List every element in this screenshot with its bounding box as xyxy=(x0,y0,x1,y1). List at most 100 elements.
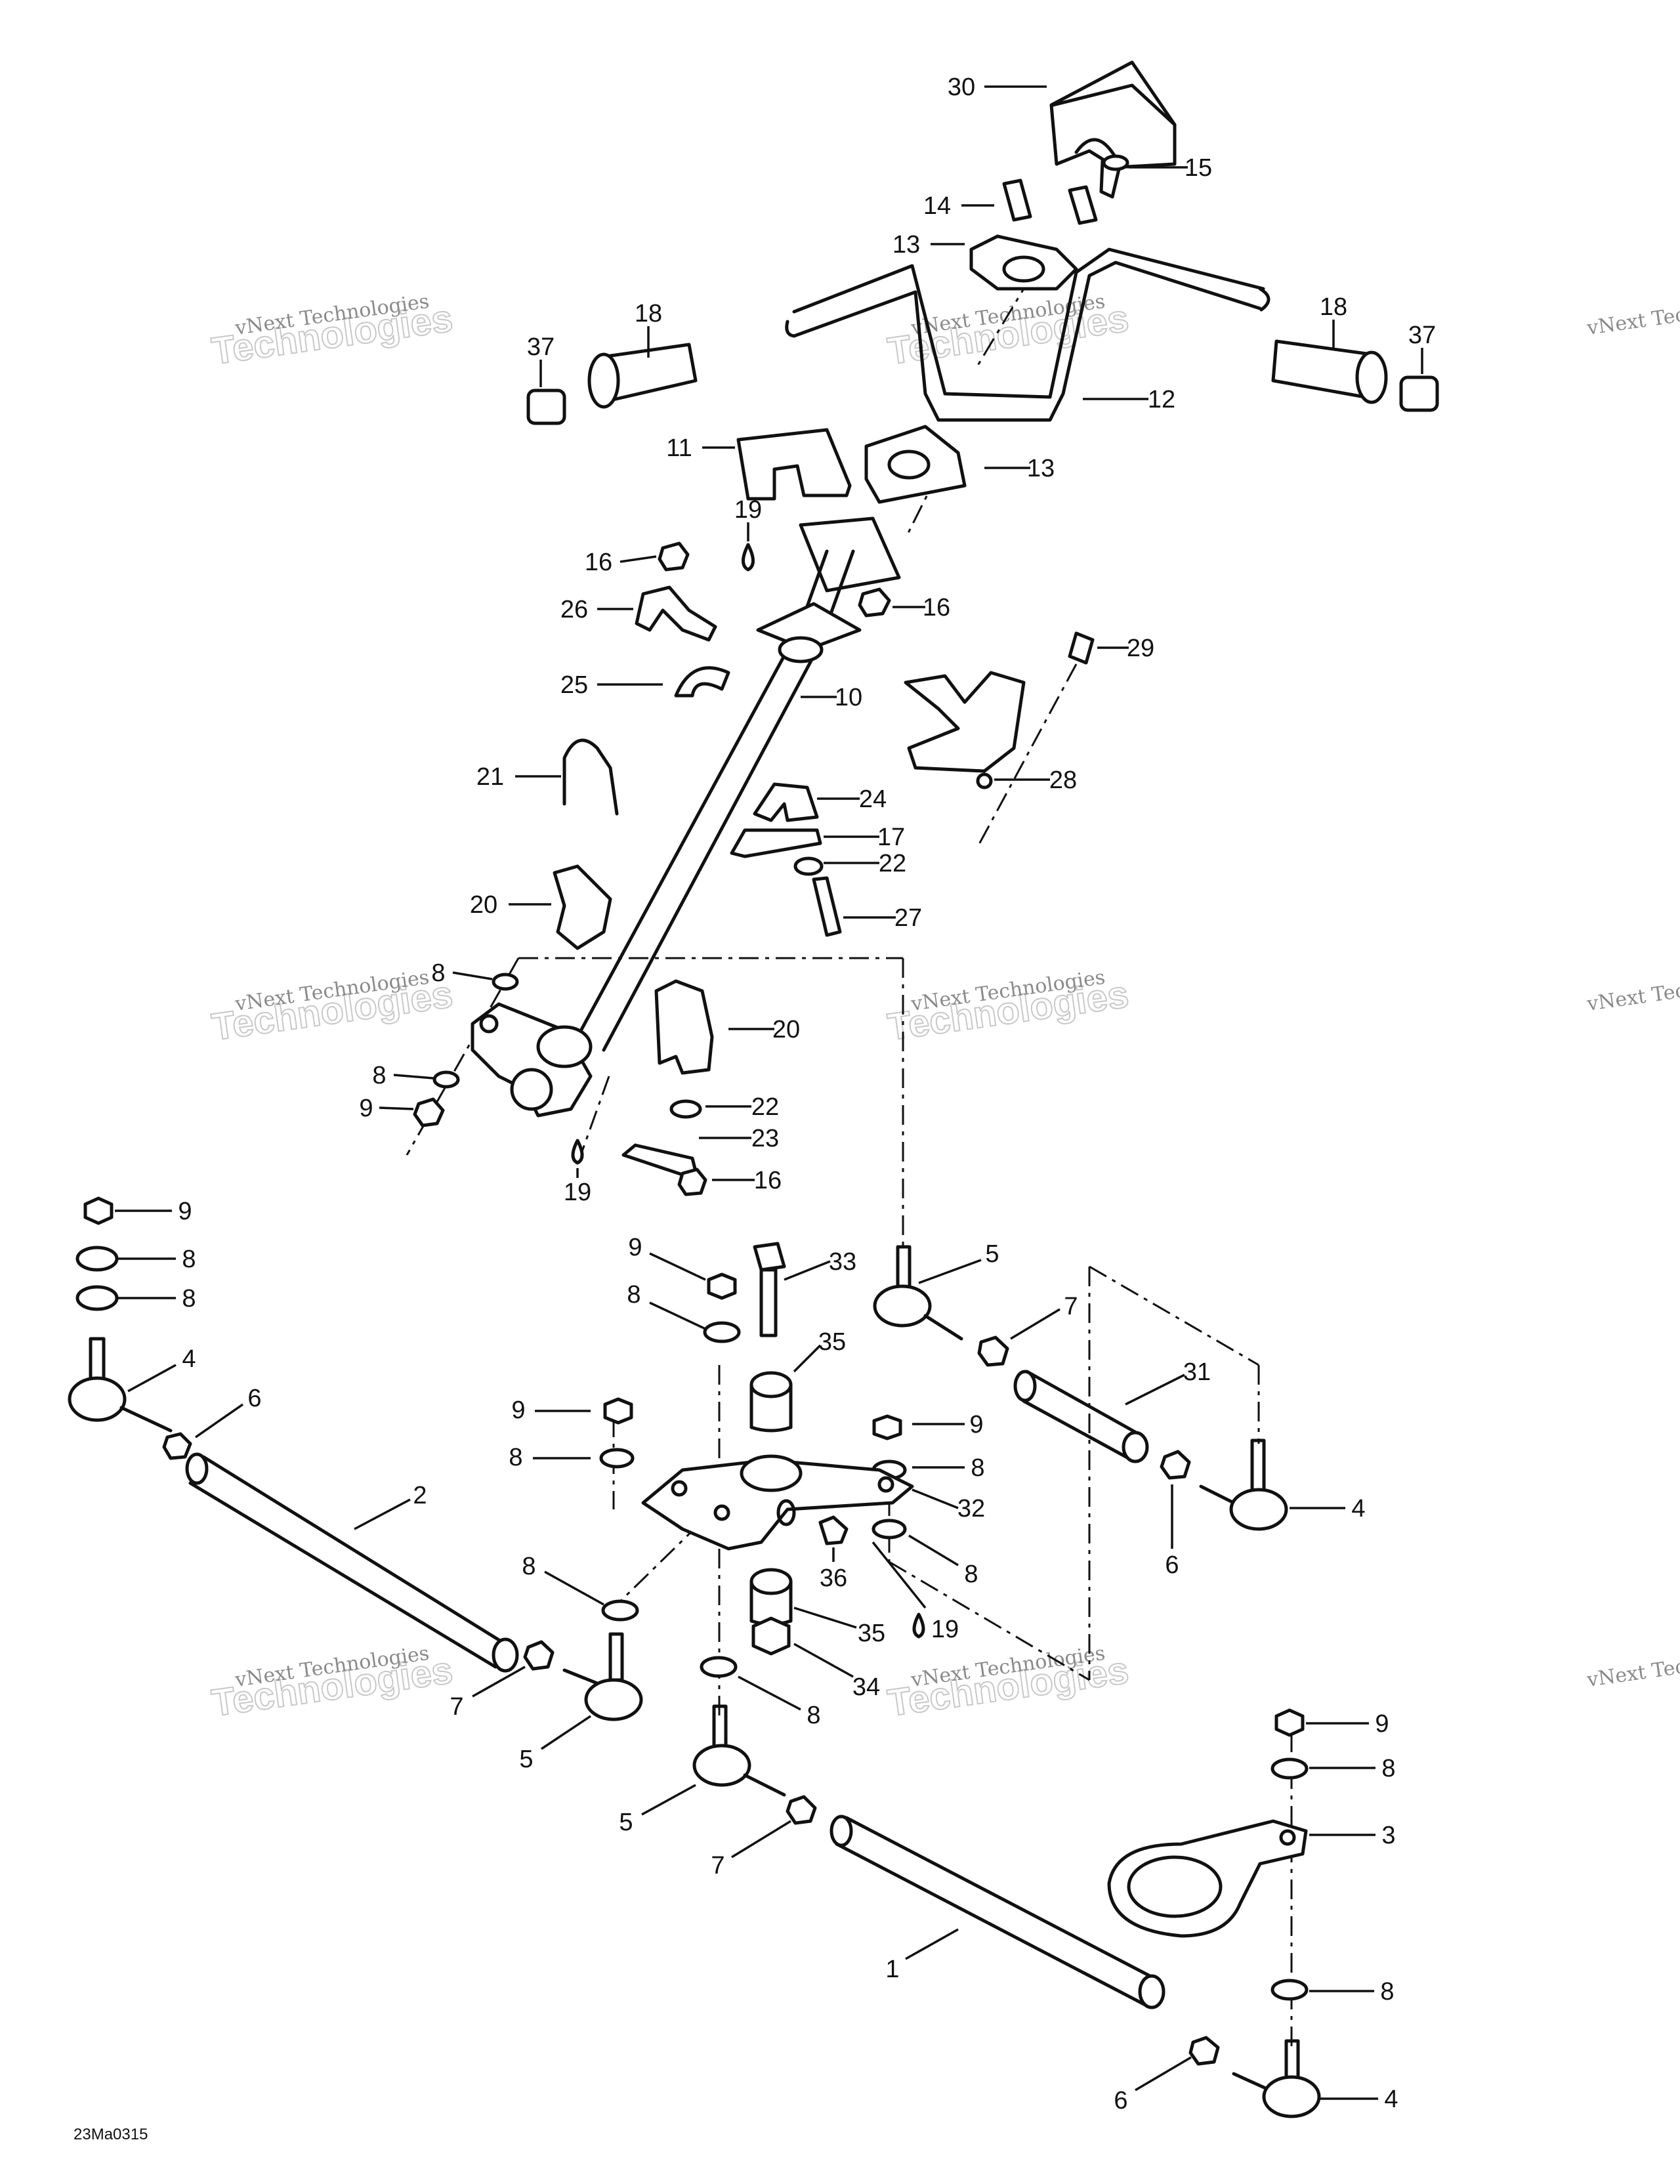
callout-23: 23 xyxy=(751,1125,779,1152)
callout-7: 7 xyxy=(711,1852,724,1880)
callout-29: 29 xyxy=(1127,635,1154,662)
watermark-small: vNext Technologies xyxy=(1585,290,1680,340)
callout-35: 35 xyxy=(858,1620,885,1647)
callout-13: 13 xyxy=(892,231,920,259)
bushing-20-left xyxy=(553,864,612,950)
callout-21: 21 xyxy=(476,763,504,791)
callout-12: 12 xyxy=(1148,386,1175,413)
callout-8: 8 xyxy=(509,1444,522,1471)
washer-22-top xyxy=(793,856,824,876)
nut-7-left xyxy=(523,1640,555,1671)
callout-8: 8 xyxy=(627,1281,640,1309)
handlebar xyxy=(785,247,1270,422)
callout-9: 9 xyxy=(359,1095,373,1122)
nut-6-left xyxy=(162,1432,192,1460)
washer-8-center xyxy=(703,1321,741,1343)
grip-right xyxy=(1271,339,1388,404)
upper-clamp xyxy=(969,234,1078,291)
leader-lines xyxy=(115,85,1423,2100)
nut-9-center xyxy=(707,1272,737,1300)
callout-9: 9 xyxy=(969,1411,983,1438)
washer-8-right-low-2 xyxy=(1270,1979,1309,2001)
clamp-26 xyxy=(635,585,717,642)
callout-14: 14 xyxy=(923,192,951,220)
callout-19: 19 xyxy=(564,1179,591,1206)
watermark-small: vNext Technologies xyxy=(1585,1642,1680,1692)
steering-lever-3 xyxy=(1107,1819,1308,1938)
callout-15: 15 xyxy=(1185,154,1212,182)
callout-6: 6 xyxy=(247,1385,261,1412)
grip-left xyxy=(587,343,698,409)
callout-19: 19 xyxy=(931,1616,959,1643)
callout-28: 28 xyxy=(1049,766,1077,794)
callout-34: 34 xyxy=(852,1673,880,1701)
lower-clamp xyxy=(864,425,967,504)
callout-5: 5 xyxy=(519,1746,533,1773)
washer-8-left-2 xyxy=(75,1285,119,1311)
callout-8: 8 xyxy=(182,1246,196,1273)
bushing-35-bottom xyxy=(749,1568,793,1626)
bracket-11 xyxy=(736,428,852,501)
nut-7-right xyxy=(977,1335,1009,1367)
bolt-33 xyxy=(753,1242,786,1337)
grease-fitting-36 xyxy=(818,1515,849,1545)
callout-10: 10 xyxy=(835,684,862,711)
callout-8: 8 xyxy=(372,1062,386,1089)
callout-1: 1 xyxy=(885,1956,899,1983)
callout-22: 22 xyxy=(751,1093,779,1121)
plate-23 xyxy=(621,1143,698,1177)
callout-8: 8 xyxy=(971,1454,984,1482)
drawing-code: 23Ma0315 xyxy=(74,2126,148,2143)
ball-joint-4-left xyxy=(68,1337,173,1433)
u-bolt-21 xyxy=(562,738,619,816)
nut-9-mid-left xyxy=(603,1397,633,1425)
callout-9: 9 xyxy=(1375,1710,1389,1738)
callout-20: 20 xyxy=(470,891,497,919)
callout-2: 2 xyxy=(413,1482,427,1509)
callout-35: 35 xyxy=(818,1328,846,1356)
callout-20: 20 xyxy=(772,1016,800,1043)
callout-9: 9 xyxy=(511,1396,525,1424)
end-plug-left xyxy=(526,388,566,425)
callout-4: 4 xyxy=(1384,2086,1398,2113)
tie-rod-2 xyxy=(185,1452,519,1673)
nut-9-right-low xyxy=(1274,1708,1305,1737)
callout-16: 16 xyxy=(585,549,612,576)
watermark-small: vNext Technologies xyxy=(1585,966,1680,1016)
callout-27: 27 xyxy=(894,904,922,932)
callout-5: 5 xyxy=(619,1809,633,1836)
grease-19-top xyxy=(742,543,755,572)
callout-19: 19 xyxy=(734,496,762,524)
callout-32: 32 xyxy=(957,1495,985,1522)
callout-7: 7 xyxy=(1064,1293,1078,1320)
callout-37: 37 xyxy=(1408,322,1436,349)
pitman-arm-32 xyxy=(641,1454,914,1551)
screw-29 xyxy=(1068,631,1095,665)
grease-19-low xyxy=(912,1612,925,1639)
nut-16-mid xyxy=(858,587,891,618)
callout-4: 4 xyxy=(182,1345,196,1373)
nut-6-right xyxy=(1160,1450,1191,1480)
bushing-25 xyxy=(674,666,730,698)
callout-7: 7 xyxy=(450,1693,463,1721)
callout-8: 8 xyxy=(964,1561,978,1588)
ball-joint-5-center xyxy=(692,1704,786,1797)
tie-rod-1 xyxy=(830,1815,1166,2009)
callout-5: 5 xyxy=(985,1240,999,1268)
callout-8: 8 xyxy=(1381,1755,1395,1782)
callout-16: 16 xyxy=(923,594,950,621)
washer-8-arm-top xyxy=(492,973,519,991)
callout-26: 26 xyxy=(560,596,588,623)
washer-8-bottom xyxy=(700,1656,738,1678)
washer-8-right-low-1 xyxy=(1270,1757,1309,1780)
ball-joint-5-left xyxy=(562,1632,643,1721)
watermark-group: Technologies vNext Technologies Technolo… xyxy=(209,290,1680,1725)
callout-36: 36 xyxy=(820,1564,847,1592)
washer-22-low xyxy=(669,1099,702,1119)
callout-31: 31 xyxy=(1183,1358,1211,1386)
callout-24: 24 xyxy=(859,786,887,813)
bushing-20-right xyxy=(654,979,714,1075)
handlebar-pad xyxy=(1049,60,1177,169)
nut-34 xyxy=(751,1616,791,1656)
